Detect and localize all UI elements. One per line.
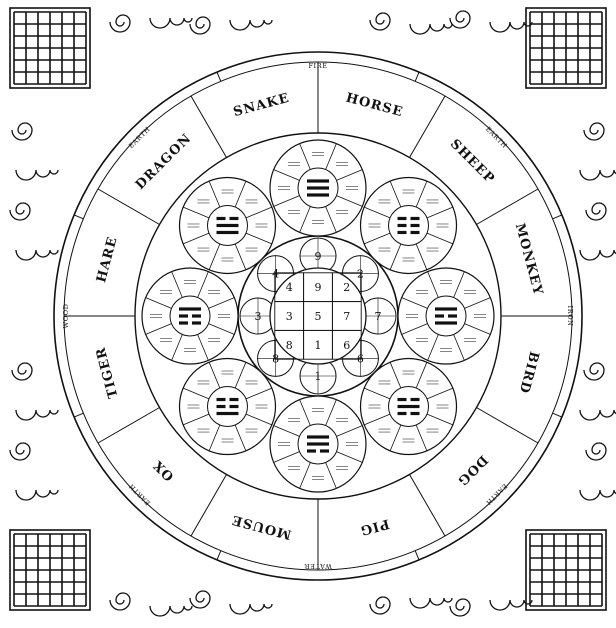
animal-label-hare: HARE (94, 235, 121, 284)
element-label-wood: WOOD (62, 304, 70, 329)
surround-digit: 7 (375, 310, 382, 323)
scroll-ornament-icon (150, 606, 192, 616)
animal-label-mouse: MOUSE (230, 511, 293, 541)
magic-square-digit: 9 (315, 281, 322, 294)
trigram-icon (307, 179, 329, 196)
trigram-medallion (142, 268, 238, 364)
scroll-ornament-icon (10, 443, 30, 460)
surround-digit: 9 (315, 250, 322, 263)
scroll-ornament-icon (584, 123, 604, 140)
element-label-water: WATER (304, 562, 332, 570)
scroll-ornament-icon (586, 443, 606, 460)
animal-label-bird: BIRD (516, 350, 542, 396)
scroll-ornament-icon (586, 203, 606, 220)
scroll-ornament-icon (16, 170, 58, 180)
scroll-ornament-icon (150, 18, 192, 28)
animal-label-monkey: MONKEY (512, 222, 546, 297)
scroll-ornament-icon (450, 11, 470, 28)
scroll-ornament-icon (580, 410, 616, 420)
trigram-medallion (270, 396, 366, 492)
scroll-ornament-icon (580, 250, 616, 260)
endless-knot-icon (526, 8, 606, 88)
surround-digit: 3 (255, 310, 262, 323)
element-label-fire: FIRE (308, 62, 327, 70)
scroll-ornament-icon (12, 363, 32, 380)
magic-square-digit: 2 (343, 281, 350, 294)
trigram-medallion (179, 177, 275, 273)
magic-square-digit: 5 (315, 310, 322, 323)
scroll-ornament-icon (110, 593, 130, 610)
scroll-ornament-icon (584, 363, 604, 380)
animal-label-horse: HORSE (344, 91, 405, 121)
scroll-ornament-icon (110, 15, 130, 32)
magic-square-digit: 6 (343, 339, 350, 352)
sector-divider (410, 96, 446, 157)
scroll-ornament-icon (410, 24, 452, 34)
element-divider (553, 215, 562, 219)
magic-square-digit: 7 (343, 310, 350, 323)
scroll-ornament-icon (16, 490, 58, 500)
scroll-ornament-icon (580, 490, 616, 500)
animal-label-tiger: TIGER (93, 345, 121, 400)
animal-label-dog: DOG (454, 452, 491, 489)
scroll-ornament-icon (450, 599, 470, 616)
magic-square-digit: 3 (286, 310, 293, 323)
element-divider (74, 413, 83, 417)
sector-divider (476, 408, 537, 444)
trigram-medallion (361, 359, 457, 455)
scroll-ornament-icon (16, 410, 58, 420)
element-divider (217, 72, 221, 81)
element-divider (217, 551, 221, 560)
animal-label-pig: PIG (358, 515, 391, 537)
element-divider (415, 551, 419, 560)
animal-label-ox: OX (150, 457, 177, 484)
scroll-ornament-icon (10, 203, 30, 220)
endless-knot-icon (526, 530, 606, 610)
endless-knot-icon (10, 530, 90, 610)
trigram-medallion (179, 359, 275, 455)
element-label-iron: IRON (566, 306, 574, 327)
scroll-ornament-icon (410, 598, 452, 608)
scroll-ornament-icon (190, 591, 210, 608)
sector-divider (98, 408, 159, 444)
scroll-ornament-icon (12, 123, 32, 140)
magic-square-digit: 1 (315, 339, 322, 352)
scroll-ornament-icon (580, 170, 616, 180)
scroll-ornament-icon (230, 604, 272, 614)
magic-square-digit: 8 (286, 339, 293, 352)
animal-label-sheep: SHEEP (447, 137, 497, 187)
scroll-ornament-icon (370, 13, 390, 30)
trigram-medallion (270, 140, 366, 236)
element-divider (74, 215, 83, 219)
magic-square-digit: 4 (286, 281, 293, 294)
surround-digit: 4 (272, 268, 279, 281)
scroll-ornament-icon (230, 20, 272, 30)
sector-divider (476, 189, 537, 225)
sector-divider (98, 189, 159, 225)
endless-knot-icon (10, 8, 90, 88)
animal-label-snake: SNAKE (232, 91, 291, 120)
scroll-ornament-icon (370, 597, 390, 614)
surround-digit: 2 (357, 268, 364, 281)
sector-divider (191, 96, 227, 157)
sector-divider (410, 474, 446, 535)
surround-digit: 1 (315, 370, 322, 383)
trigram-medallion (398, 268, 494, 364)
scroll-ornament-icon (190, 17, 210, 34)
element-divider (415, 72, 419, 81)
scroll-ornament-icon (16, 250, 58, 260)
trigram-medallion (361, 177, 457, 273)
element-divider (553, 413, 562, 417)
sector-divider (191, 474, 227, 535)
